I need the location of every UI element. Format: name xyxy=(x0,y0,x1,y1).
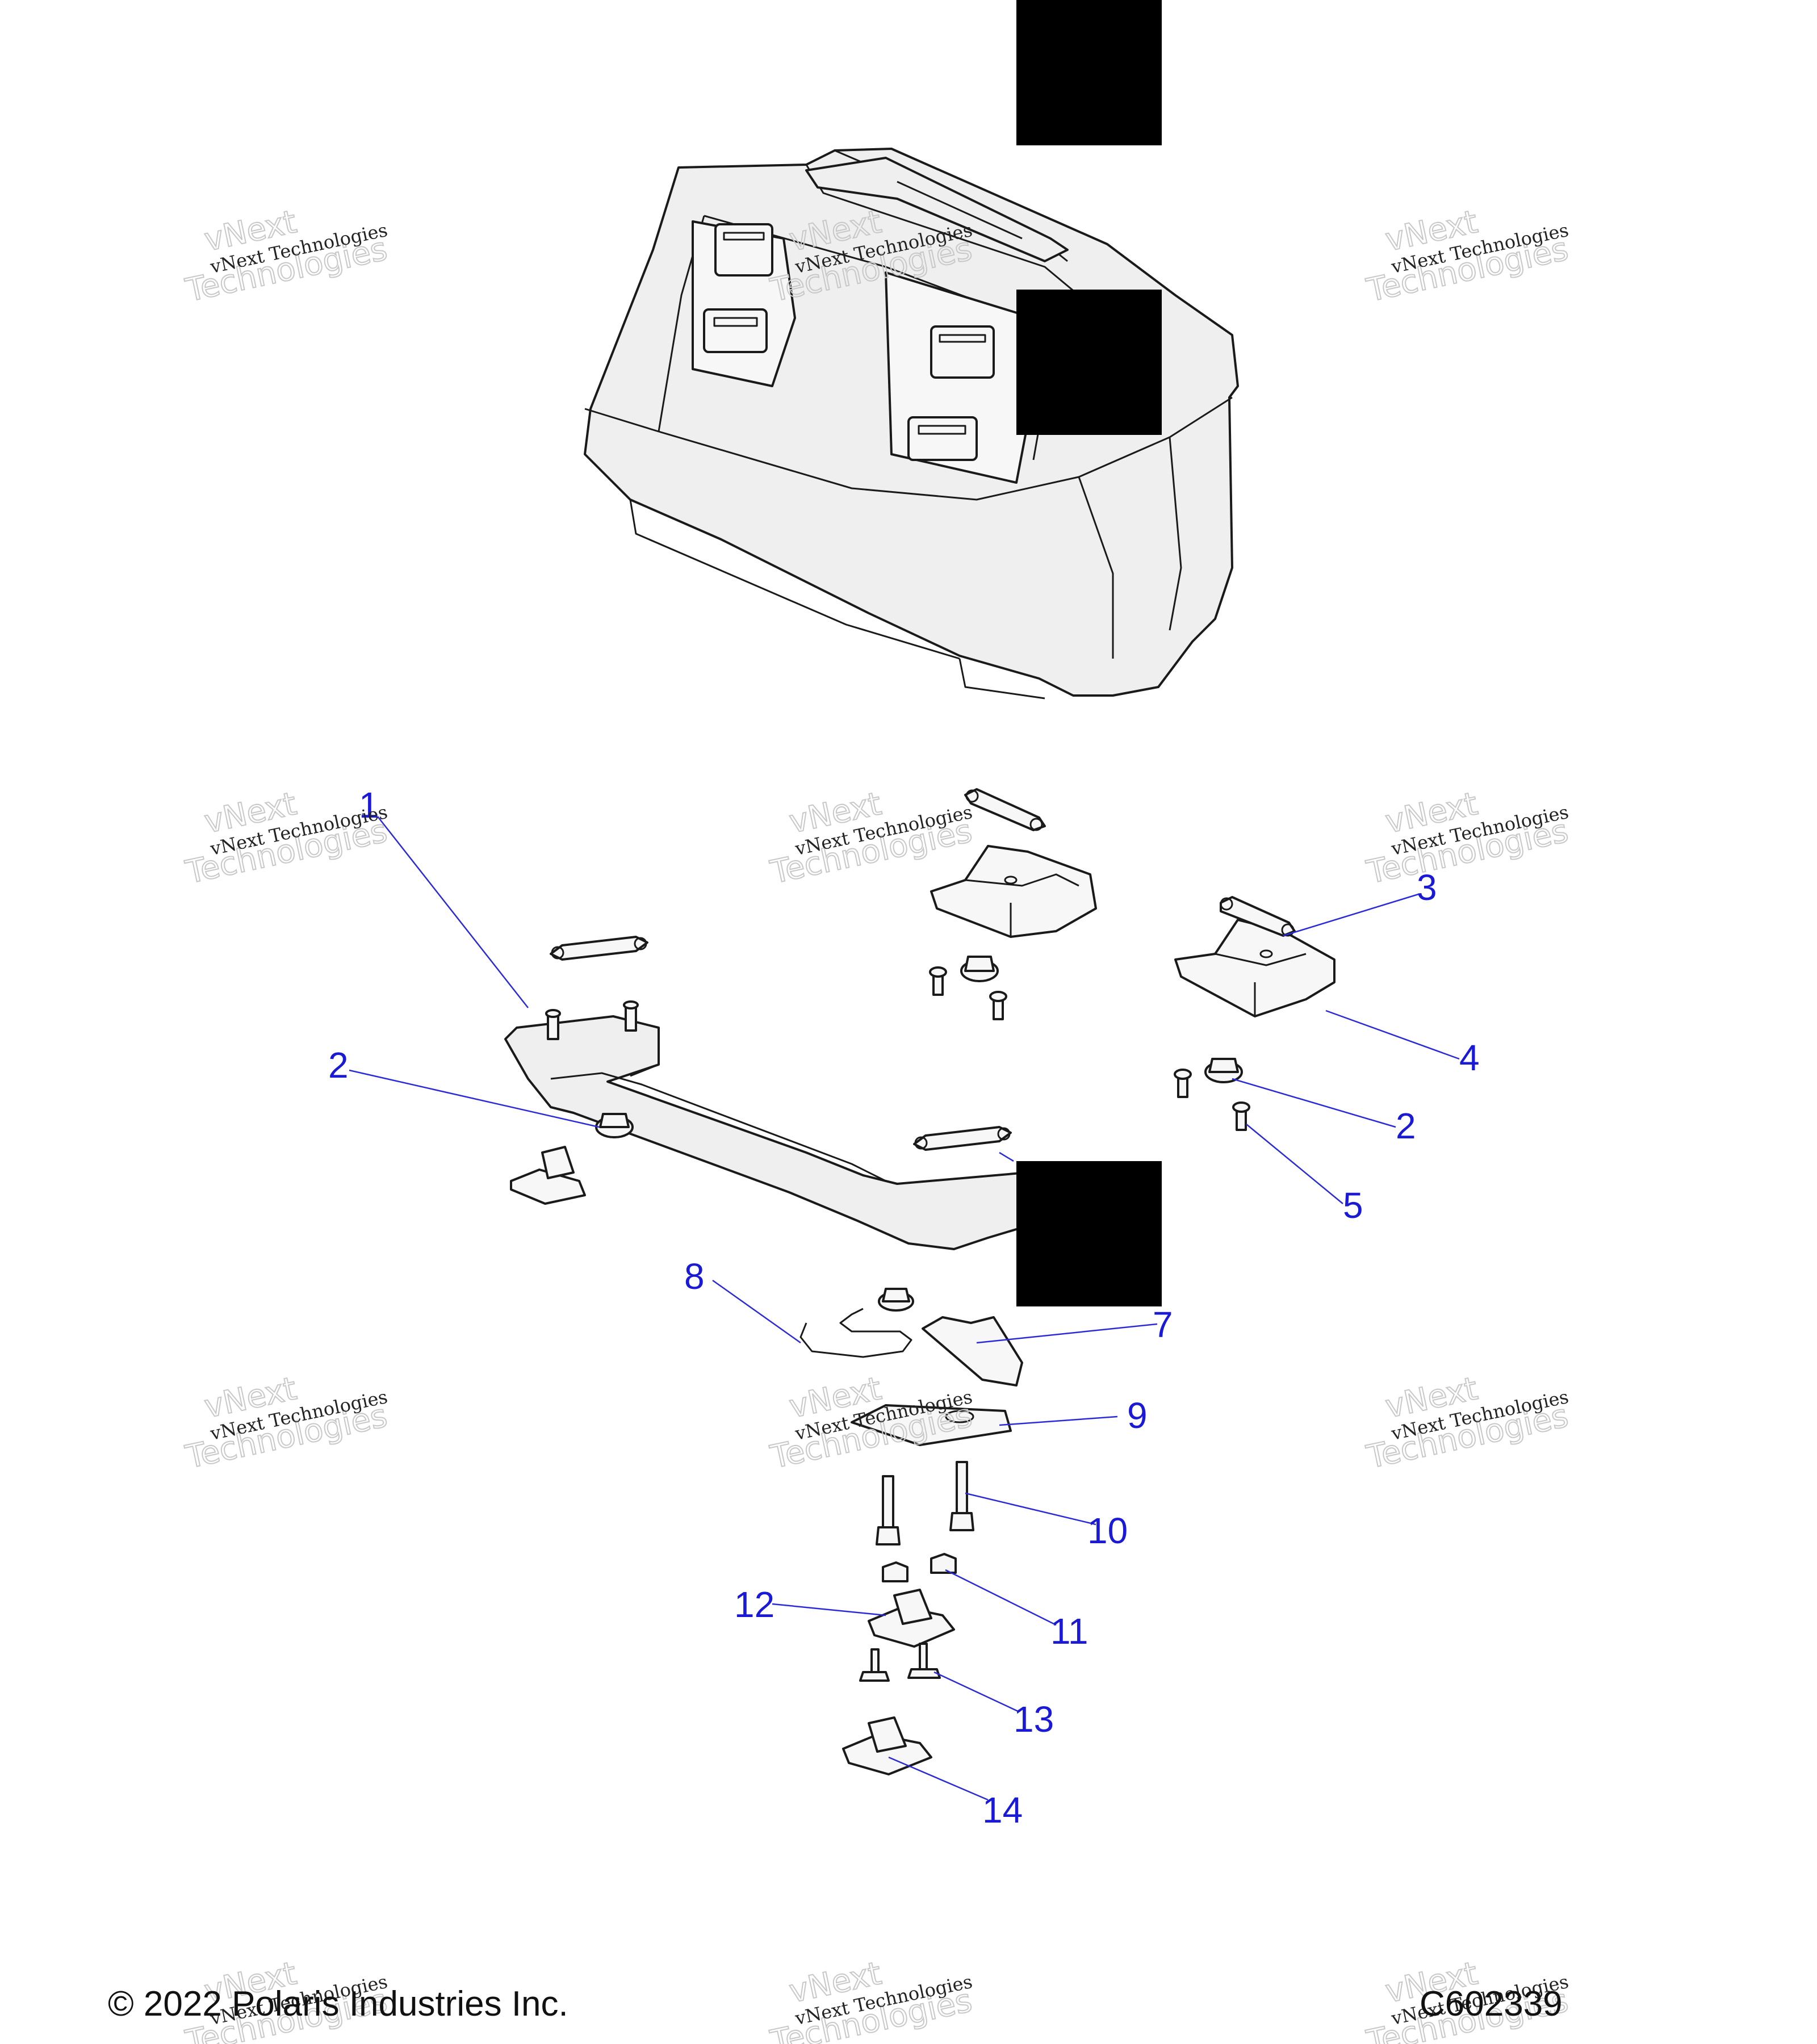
crossbar xyxy=(504,936,1046,1250)
callout-12: 12 xyxy=(734,1584,774,1625)
leader-lines xyxy=(349,816,1460,1801)
studs xyxy=(859,1643,941,1682)
callout-11: 11 xyxy=(1050,1611,1088,1652)
latch-base-lower-tab xyxy=(868,1716,907,1753)
grommet-top xyxy=(882,1288,910,1302)
storage-box xyxy=(584,148,1239,700)
callout-14: 14 xyxy=(982,1790,1023,1831)
latch-base-upper-tab xyxy=(893,1589,932,1625)
redaction-block xyxy=(1016,1161,1162,1306)
wire-clip xyxy=(799,1308,912,1358)
callout-3: 3 xyxy=(1417,867,1437,908)
callout-10: 10 xyxy=(1087,1510,1128,1551)
callout-labels: 1 2 3 4 2 5 7 8 9 10 11 12 13 14 xyxy=(328,785,1480,1831)
callout-9: 9 xyxy=(1127,1395,1148,1436)
mounting-plate xyxy=(851,1404,1012,1446)
mount-bracket-right xyxy=(1174,896,1335,1131)
callout-2-left: 2 xyxy=(328,1045,349,1086)
diagram-code: C602339 xyxy=(1420,1984,1563,2024)
callout-2-right: 2 xyxy=(1396,1105,1416,1146)
left-fasteners xyxy=(510,1113,634,1205)
plate-slot xyxy=(945,1410,974,1423)
callout-8: 8 xyxy=(684,1256,705,1297)
redaction-block xyxy=(1016,290,1162,435)
redaction-block xyxy=(1016,0,1162,145)
mount-bracket-center xyxy=(930,788,1097,938)
latch xyxy=(922,1316,1023,1387)
nuts xyxy=(882,1553,957,1582)
bolts xyxy=(876,1461,974,1545)
callout-5: 5 xyxy=(1343,1185,1363,1226)
center-fasteners xyxy=(929,956,1007,1020)
callout-13: 13 xyxy=(1014,1699,1054,1740)
callout-4: 4 xyxy=(1459,1037,1480,1078)
copyright-text: © 2022 Polaris Industries Inc. xyxy=(108,1984,568,2024)
callout-1: 1 xyxy=(359,785,379,826)
callout-7: 7 xyxy=(1153,1304,1173,1345)
